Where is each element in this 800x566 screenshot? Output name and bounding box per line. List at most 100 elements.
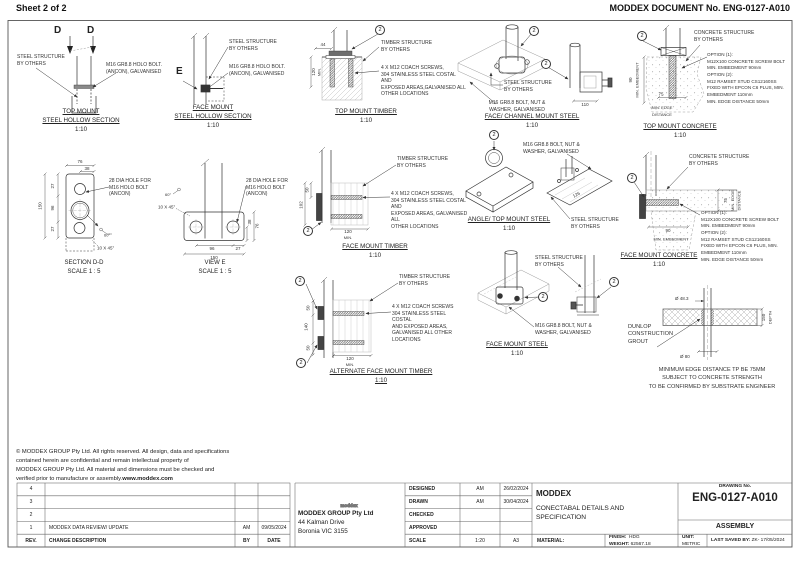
label-holo-bolt: M16 GR8.8 HOLO BOLT. (ANCON), GALVANISED bbox=[106, 62, 163, 75]
rev-row-4: 4 bbox=[29, 486, 33, 492]
dim: 75 bbox=[723, 198, 728, 204]
dim: 76 bbox=[255, 223, 260, 229]
rev-1-description: MODDEX DATA REVIEW/ UPDATE bbox=[49, 525, 129, 531]
detail-title-alternate-face-mount-timber: ALTERNATE FACE MOUNT TIMBER 1:10 bbox=[329, 368, 433, 384]
detail-title-face-mount-timber: FACE MOUNT TIMBER 1:10 bbox=[342, 243, 408, 259]
label-bolt-nut-washer: M16 GR8.8 BOLT, NUT & WASHER, GALVANISED bbox=[523, 142, 580, 155]
dim: MIN. EMBEDMENT bbox=[653, 237, 689, 242]
label-bolt-nut-washer: M16 GR8.8 BOLT, NUT & WASHER, GALVANISED bbox=[535, 323, 592, 336]
label-concrete-structure: CONCRETE STRUCTURE BY OTHERS bbox=[694, 30, 755, 43]
section-mark-d-right: D bbox=[87, 25, 95, 36]
rev-1-date: 09/05/2024 bbox=[261, 525, 287, 531]
material-label: MATERIAL: bbox=[537, 538, 565, 544]
dim: 27 bbox=[50, 183, 55, 189]
diameter-dim: Ø 48.3 bbox=[675, 296, 689, 301]
approved-label: APPROVED bbox=[409, 525, 438, 531]
rev-header-description: CHANGE DESCRIPTION bbox=[49, 538, 107, 544]
grout-detail-sketch bbox=[656, 285, 764, 360]
view-mark-e: E bbox=[176, 66, 183, 77]
detail-title-face-mount-concrete: FACE MOUNT CONCRETE 1:10 bbox=[620, 252, 698, 268]
face-mount-shs-sketch bbox=[182, 32, 229, 104]
label-timber-structure: TIMBER STRUCTURE BY OTHERS bbox=[381, 40, 433, 53]
label-steel-structure: STEEL STRUCTURE BY OTHERS bbox=[504, 80, 552, 93]
company-address-1: 44 Kalman Drive bbox=[298, 519, 345, 526]
label-holo-bolt: M16 GR8.8 HOLO BOLT. (ANCON), GALVANISED bbox=[229, 64, 286, 77]
designed-label: DESIGNED bbox=[409, 486, 436, 492]
callout-2: 2 bbox=[637, 31, 647, 41]
detail-title-top-mount-shs: TOP MOUNT STEEL HOLLOW SECTION 1:10 bbox=[42, 108, 120, 133]
dim: 96 bbox=[50, 205, 55, 211]
title-block-lines bbox=[16, 482, 792, 548]
dim: 38 bbox=[84, 166, 90, 171]
label-steel-structure: STEEL STRUCTURE BY OTHERS bbox=[17, 54, 65, 67]
detail-title-face-channel-mount-steel: FACE/ CHANNEL MOUNT STEEL 1:10 bbox=[484, 113, 580, 129]
dim: 75 bbox=[658, 92, 664, 97]
rev-row-3: 3 bbox=[29, 499, 33, 505]
dim: 50 bbox=[306, 305, 311, 311]
dim: 150 bbox=[210, 255, 218, 260]
callout-2: 2 bbox=[541, 59, 551, 69]
label-anchor-options: OPTION (1): M12X100 CONCRETE SCREW BOLT … bbox=[707, 52, 786, 104]
dim: 120 bbox=[344, 229, 352, 234]
weight-value: 62567.18 bbox=[630, 541, 651, 547]
dim: 102 bbox=[299, 201, 304, 209]
project-name: MODDEX bbox=[536, 489, 572, 498]
face-channel-mount-steel-sketch bbox=[457, 24, 613, 105]
moddex-logo: moddex bbox=[340, 503, 358, 508]
label-timber-structure: TIMBER STRUCTURE BY OTHERS bbox=[399, 274, 451, 287]
angle-dim: 60° bbox=[104, 233, 110, 238]
angle-top-mount-steel-sketch bbox=[465, 141, 613, 220]
callout-2: 2 bbox=[609, 277, 619, 287]
label-coach-screws: 4 X M12 COACH SCREWS 304 STAINLESS STEEL… bbox=[392, 304, 454, 343]
designed-date: 26/02/2024 bbox=[503, 486, 529, 492]
rev-header-by: BY bbox=[243, 538, 250, 544]
dim: 120 bbox=[346, 356, 354, 361]
finish-value: HDG bbox=[629, 535, 640, 540]
paper-size: A3 bbox=[512, 538, 520, 544]
top-mount-concrete-sketch bbox=[642, 24, 708, 113]
company-address-2: Boronia VIC 3155 bbox=[298, 527, 348, 535]
label-steel-structure: STEEL STRUCTURE BY OTHERS bbox=[229, 39, 277, 52]
finish-weight: FINISH: HDG WEIGHT: 62567.18 bbox=[609, 535, 651, 548]
dim: 150 bbox=[761, 313, 766, 321]
company-name: MODDEX GROUP Pty Ltd bbox=[298, 510, 374, 517]
dim: 50 bbox=[305, 187, 310, 193]
label-hole: 28 DIA HOLE FOR M16 HOLO BOLT (ANCON) bbox=[246, 178, 288, 198]
dim: DISTANCE bbox=[652, 112, 672, 117]
sheet-number: Sheet 2 of 2 bbox=[16, 3, 67, 13]
label-dunlop-grout: DUNLOP CONSTRUCTION GROUT bbox=[628, 324, 674, 345]
last-saved-cell: LAST SAVED BY: ZK- 17/05/2024 bbox=[711, 538, 785, 545]
face-mount-timber-sketch bbox=[303, 146, 397, 231]
diameter-dim: Ø 80 bbox=[680, 354, 690, 359]
rev-header-rev: REV. bbox=[25, 538, 37, 544]
dim: 96 bbox=[209, 246, 215, 251]
dim: MIN. EDGE bbox=[730, 190, 735, 211]
dim: MIN. EDGE bbox=[652, 105, 673, 110]
dim: DEPTH bbox=[768, 311, 773, 325]
alternate-face-mount-timber-sketch bbox=[305, 276, 399, 364]
label-coach-screws: 4 X M12 COACH SCREWS, 304 STAINLESS STEE… bbox=[391, 191, 468, 230]
finish-label: FINISH: bbox=[609, 535, 627, 540]
dim: MIN. EMBEDMENT bbox=[635, 62, 640, 98]
moddex-website-link[interactable]: www.moddex.com bbox=[122, 475, 173, 482]
detail-title-top-mount-timber: TOP MOUNT TIMBER 1:10 bbox=[335, 108, 397, 124]
dim: 126 bbox=[572, 190, 581, 198]
section-dd-sketch bbox=[43, 163, 112, 252]
dim: 90 bbox=[665, 228, 671, 233]
checked-label: CHECKED bbox=[409, 512, 434, 518]
callout-2: 2 bbox=[295, 276, 305, 286]
last-saved-label: LAST SAVED BY: bbox=[711, 538, 751, 543]
label-concrete-structure: CONCRETE STRUCTURE BY OTHERS bbox=[689, 154, 750, 167]
rev-1-by: AM bbox=[242, 525, 251, 531]
label-bolt-nut-washer: M16 GR8.8 BOLT, NUT & WASHER, GALVANISED bbox=[488, 100, 546, 113]
drawing-no: ENG-0127-A010 bbox=[692, 492, 778, 504]
copyright-note: © MODDEX GROUP Pty Ltd. All rights reser… bbox=[16, 449, 230, 482]
label-hole: 28 DIA HOLE FOR M16 HOLO BOLT (ANCON) bbox=[109, 178, 151, 198]
scale-value: 1:20 bbox=[475, 538, 485, 544]
top-mount-shs-sketch bbox=[35, 36, 117, 114]
dim: 44 bbox=[320, 42, 326, 47]
detail-title-top-mount-concrete: TOP MOUNT CONCRETE 1:10 bbox=[643, 123, 717, 139]
callout-2: 2 bbox=[296, 358, 306, 368]
drawn-label: DRAWN bbox=[409, 499, 428, 505]
